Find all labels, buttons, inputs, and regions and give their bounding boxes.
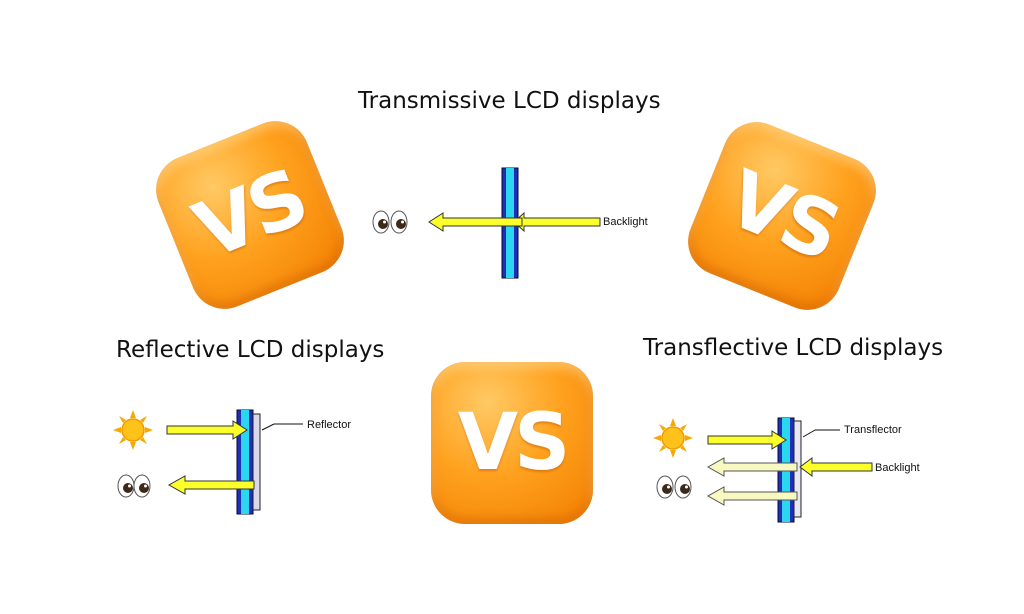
reflector-pointer <box>261 423 275 431</box>
backlight-label: Backlight <box>603 216 648 228</box>
transmissive-title: Transmissive LCD displays <box>358 88 661 114</box>
sun-icon <box>112 409 154 451</box>
incoming-light-arrow <box>166 420 248 440</box>
reflected-light-arrow <box>167 475 255 495</box>
sun-icon <box>652 417 694 459</box>
vs-badge-center: VS <box>431 362 593 524</box>
reflected-light-arrow <box>706 486 798 506</box>
incoming-light-arrow <box>707 430 787 450</box>
reflective-title: Reflective LCD displays <box>116 337 385 363</box>
output-arrow <box>428 212 523 232</box>
transflector-label: Transflector <box>844 424 902 436</box>
eyes-icon <box>117 474 151 498</box>
eyes-icon <box>372 210 408 234</box>
transflective-diagram <box>652 417 873 523</box>
backlight-arrow <box>799 457 873 477</box>
reflector-label: Reflector <box>307 419 352 431</box>
backlight-label: Backlight <box>875 462 920 474</box>
transmitted-light-arrow <box>706 457 798 477</box>
eyes-icon <box>656 475 692 499</box>
transflector-pointer <box>802 429 816 438</box>
vs-badge-text: VS <box>457 398 571 488</box>
transflective-title: Transflective LCD displays <box>643 335 944 361</box>
reflector-layer <box>252 413 261 511</box>
lcd-panel-layer <box>241 410 249 514</box>
backlight-arrow <box>513 211 601 233</box>
transmissive-diagram <box>372 167 601 279</box>
reflective-diagram <box>112 409 303 515</box>
